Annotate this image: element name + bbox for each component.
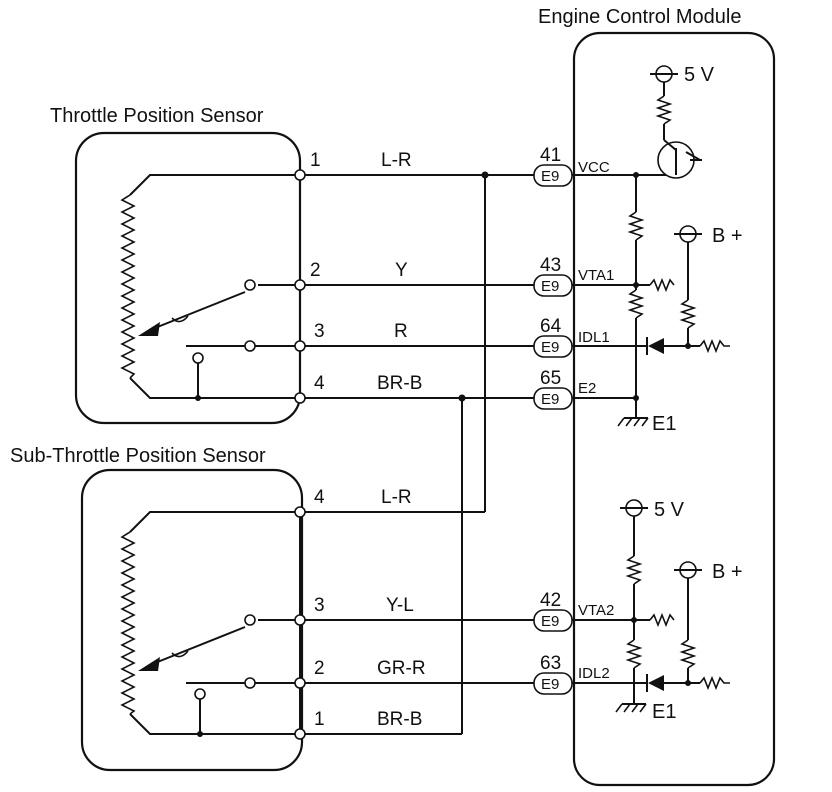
sub-tps-title: Sub-Throttle Position Sensor <box>10 445 266 467</box>
ecm-pin-num: 42 <box>540 590 561 611</box>
tps-internal <box>120 174 301 401</box>
tps-box <box>74 131 302 425</box>
sub-tps-pin-num: 2 <box>314 658 325 679</box>
wire-code: Y <box>395 260 408 281</box>
ecm-pin-num: 41 <box>540 145 561 166</box>
harness-wires <box>305 171 534 735</box>
connector-label: E9 <box>541 676 559 693</box>
ecm-signal: VTA2 <box>578 602 614 619</box>
sub-tps-pin-num: 3 <box>314 595 325 616</box>
wire-code: BR-B <box>377 373 422 394</box>
ecm-pin-num: 43 <box>540 255 561 276</box>
tps-terminal-1 <box>294 169 306 181</box>
ecm-signal: IDL2 <box>578 665 610 682</box>
supply-5v-label: 5 V <box>684 64 715 86</box>
tps-pin-num: 1 <box>310 150 321 171</box>
ecm-title: Engine Control Module <box>538 6 741 28</box>
sub-tps-terminals <box>294 506 306 740</box>
wire-code: L-R <box>381 150 412 171</box>
ecm-internal-top <box>572 65 730 427</box>
tps-pin-num: 4 <box>314 373 325 394</box>
connector-label: E9 <box>541 168 559 185</box>
tps-terminal-4 <box>294 392 306 404</box>
tps-pin-num: 3 <box>314 321 325 342</box>
tps-pin-num: 2 <box>310 260 321 281</box>
ground-label: E1 <box>652 701 676 723</box>
supply-5v-label: 5 V <box>654 499 685 521</box>
ecm-connectors <box>533 164 573 695</box>
sub-tps-terminal-2 <box>294 677 306 689</box>
tps-terminals <box>294 169 306 404</box>
ecm-signal: IDL1 <box>578 329 610 346</box>
connector-label: E9 <box>541 278 559 295</box>
tps-terminal-3 <box>294 340 306 352</box>
connector-label: E9 <box>541 613 559 630</box>
wire-code: BR-B <box>377 709 422 730</box>
supply-bplus-label: B + <box>712 225 743 247</box>
connector-label: E9 <box>541 391 559 408</box>
ecm-pin-num: 63 <box>540 653 561 674</box>
tps-title: Throttle Position Sensor <box>50 105 264 127</box>
sub-tps-resistor <box>120 531 136 715</box>
ecm-pin-num: 65 <box>540 368 561 389</box>
tps-resistor <box>120 194 136 379</box>
ground-label: E1 <box>652 413 676 435</box>
wire-code: L-R <box>381 487 412 508</box>
sub-tps-terminal-1 <box>294 728 306 740</box>
ecm-box <box>572 31 776 787</box>
wire-code: Y-L <box>386 595 414 616</box>
wire-code: GR-R <box>377 658 426 679</box>
sub-tps-internal <box>120 511 301 737</box>
ecm-signal: VCC <box>578 159 610 176</box>
ecm-pin-num: 64 <box>540 316 562 337</box>
sub-tps-pin-num: 1 <box>314 709 325 730</box>
supply-bplus-label: B + <box>712 561 743 583</box>
sub-tps-terminal-3 <box>294 614 306 626</box>
sub-tps-terminal-4 <box>294 506 306 518</box>
wire-code: R <box>394 321 408 342</box>
tps-terminal-2 <box>294 279 306 291</box>
ecm-internal-bottom <box>572 499 730 713</box>
ecm-signal: VTA1 <box>578 267 614 284</box>
ecm-signal: E2 <box>578 380 596 397</box>
sub-tps-pin-num: 4 <box>314 487 325 508</box>
connector-label: E9 <box>541 339 559 356</box>
